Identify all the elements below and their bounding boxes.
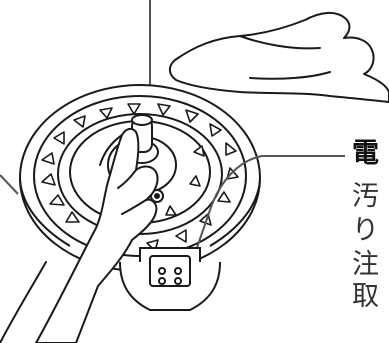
label-title: 電 — [352, 140, 379, 167]
label-line-1: 汚 — [352, 183, 379, 210]
label-line-2: り — [352, 217, 379, 244]
hand-with-cloth-icon — [170, 13, 389, 102]
leader-line-left — [0, 175, 18, 194]
label-line-3: 注 — [352, 251, 379, 278]
label-line-4: 取 — [352, 283, 379, 310]
